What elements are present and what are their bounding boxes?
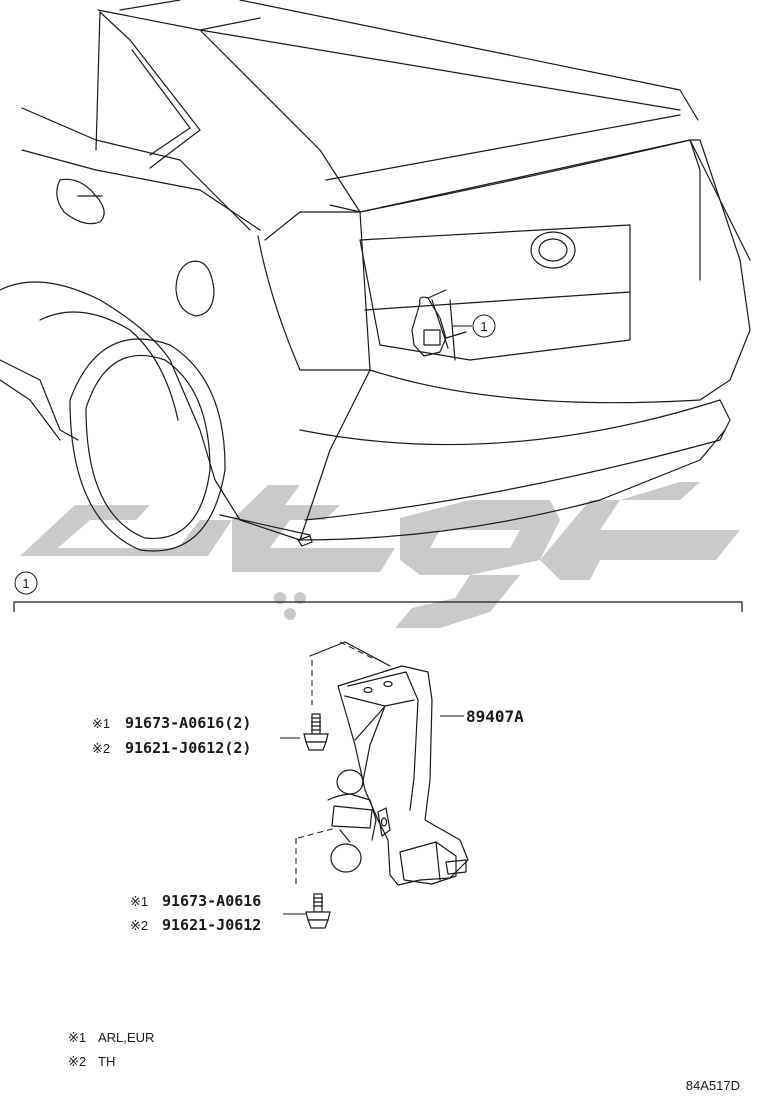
- part-number-89407A: 89407A: [466, 707, 524, 726]
- upper-bolt-number-2: 91621-J0612(2): [125, 739, 251, 757]
- lower-bolt-number-2: 91621-J0612: [162, 916, 261, 934]
- lower-bolt-number-1: 91673-A0616: [162, 892, 261, 910]
- watermark-logo: [20, 482, 740, 628]
- note-mark-2: ※2: [68, 1054, 86, 1069]
- car-rear-illustration: [0, 0, 751, 552]
- upper-bolt-icon: [303, 713, 329, 751]
- note-text-1: ARL,EUR: [98, 1030, 154, 1045]
- figure-code: 84A517D: [686, 1078, 740, 1093]
- car-callout-label: 1: [480, 319, 487, 334]
- section-callout-marker: 1: [14, 571, 38, 595]
- upper-bolt-number-1: 91673-A0616(2): [125, 714, 251, 732]
- footnotes: ※1 ARL,EUR ※2 TH: [68, 1030, 154, 1069]
- section-callout-label: 1: [22, 576, 29, 591]
- upper-bolt-mark-1: ※1: [92, 716, 110, 731]
- note-text-2: TH: [98, 1054, 115, 1069]
- leveling-sensor-illustration: [309, 641, 469, 886]
- lower-bolt-mark-1: ※1: [130, 894, 148, 909]
- upper-bolt-labels: ※1 91673-A0616(2) ※2 91621-J0612(2): [92, 714, 251, 757]
- part-label-main: 89407A: [466, 707, 524, 726]
- note-mark-1: ※1: [68, 1030, 86, 1045]
- section-bracket: [13, 601, 743, 612]
- lower-bolt-icon: [305, 893, 331, 929]
- leader-lines: [280, 715, 464, 915]
- mounting-dashed-guides: [295, 641, 377, 888]
- lower-bolt-mark-2: ※2: [130, 918, 148, 933]
- lower-bolt-labels: ※1 91673-A0616 ※2 91621-J0612: [130, 892, 261, 934]
- upper-bolt-mark-2: ※2: [92, 741, 110, 756]
- car-callout-marker: 1: [472, 314, 496, 338]
